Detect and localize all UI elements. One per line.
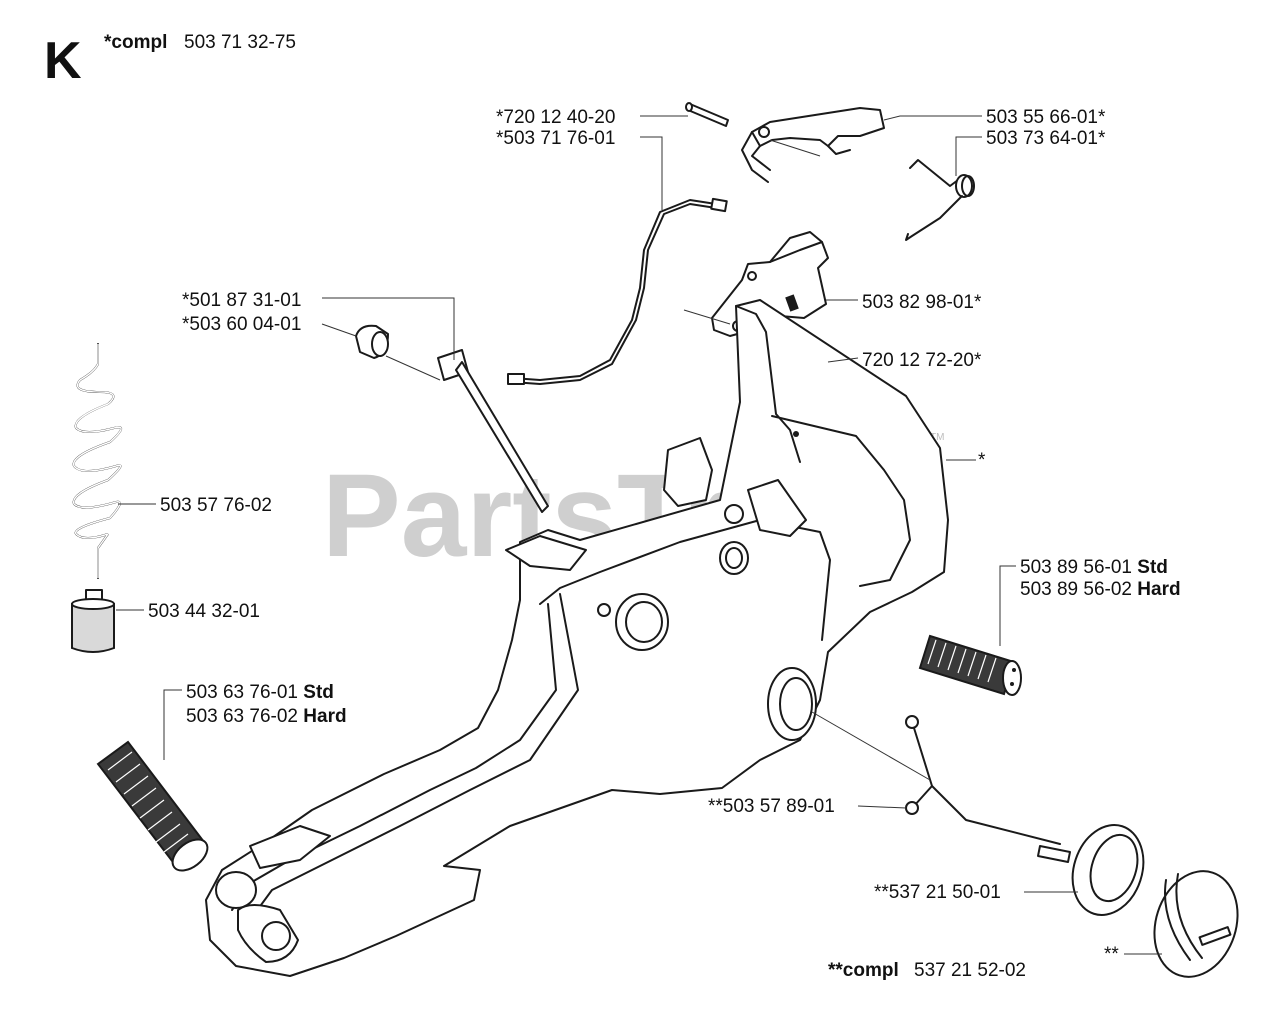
label-503-63-76-02: 503 63 76-02 Hard — [186, 706, 347, 727]
kit-number: 503 71 32-75 — [184, 32, 296, 53]
label-503-73-64-01: 503 73 64-01* — [986, 128, 1106, 149]
label-501-87-31-01: *501 87 31-01 — [182, 290, 301, 311]
rubber-buffer-left — [96, 740, 209, 872]
label-503-60-04-01: *503 60 04-01 — [182, 314, 301, 335]
rubber-buffer-right — [918, 634, 1022, 696]
label-537-21-50-01: **537 21 50-01 — [874, 882, 1001, 903]
pin-top — [685, 102, 729, 127]
label-503-44-32-01: 503 44 32-01 — [148, 601, 260, 622]
cap-seal — [1071, 824, 1145, 916]
label-handle-star: * — [978, 450, 986, 471]
throttle-cable — [507, 197, 728, 385]
label-503-63-76-01: 503 63 76-01 Std — [186, 682, 334, 703]
throttle-trigger — [741, 107, 885, 183]
label-cap-dstar: ** — [1104, 944, 1119, 965]
fuel-hose — [72, 343, 122, 579]
label-503-57-76-02: 503 57 76-02 — [160, 495, 272, 516]
fuel-pickup — [811, 711, 1071, 863]
kit2-number: 537 21 52-02 — [914, 960, 1026, 981]
kit-prefix: *compl — [104, 32, 167, 53]
trigger-spring — [905, 159, 975, 241]
label-503-89-56-01: 503 89 56-01 Std — [1020, 557, 1168, 578]
label-720-12-40-20: *720 12 40-20 — [496, 107, 615, 128]
fuel-cap — [1153, 870, 1239, 978]
section-letter: K — [44, 32, 82, 90]
label-503-89-56-02: 503 89 56-02 Hard — [1020, 579, 1181, 600]
rear-handle-body — [205, 299, 949, 977]
bushing — [355, 324, 441, 381]
bolt — [437, 349, 549, 513]
kit2-prefix: **compl — [828, 960, 899, 981]
watermark-tm: TM — [930, 432, 944, 443]
leader-lines — [116, 115, 1162, 955]
fuel-filter — [71, 589, 115, 653]
label-720-12-72-20: 720 12 72-20* — [862, 350, 982, 371]
label-503-82-98-01: 503 82 98-01* — [862, 292, 982, 313]
label-503-71-76-01: *503 71 76-01 — [496, 128, 615, 149]
label-503-57-89-01: **503 57 89-01 — [708, 796, 835, 817]
label-503-55-66-01: 503 55 66-01* — [986, 107, 1106, 128]
